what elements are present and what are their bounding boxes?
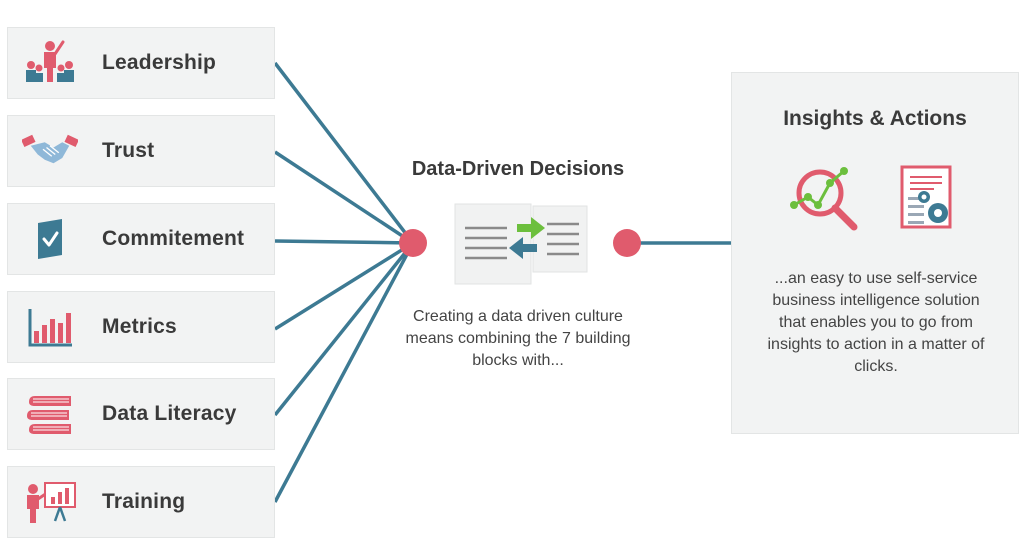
connector-training	[273, 242, 415, 503]
block-data-literacy: Data Literacy	[7, 378, 275, 450]
connector-trust	[274, 150, 414, 245]
block-label-data-literacy: Data Literacy	[102, 402, 237, 425]
block-label-commitement: Commitement	[102, 227, 245, 250]
block-leadership: Leadership	[7, 27, 275, 99]
checkmark-document-icon	[22, 214, 78, 264]
insights-description: ...an easy to use self-service business …	[767, 270, 985, 375]
center-title: Data-Driven Decisions	[411, 158, 625, 180]
block-label-leadership: Leadership	[102, 51, 217, 74]
block-commitement: Commitement	[7, 203, 275, 275]
magnifier-analytics-icon	[790, 167, 858, 231]
center-description: Creating a data driven culture means com…	[405, 308, 631, 369]
connector-data-literacy	[273, 241, 415, 417]
data-settings-icon	[900, 165, 952, 229]
presentation-icon	[22, 477, 78, 527]
connector-metrics	[274, 241, 414, 331]
insights-title: Insights & Actions	[783, 107, 967, 130]
connector-commitement	[274, 239, 414, 245]
insights-panel: Insights & Actions ...an easy to use sel…	[731, 72, 1019, 434]
block-trust: Trust	[7, 115, 275, 187]
document-exchange-icon	[454, 203, 588, 285]
books-icon	[22, 389, 78, 439]
handshake-icon	[22, 126, 78, 176]
connector-leadership	[273, 61, 415, 245]
left-node	[399, 229, 427, 257]
leadership-icon	[22, 38, 78, 88]
right-node	[613, 229, 641, 257]
block-training: Training	[7, 466, 275, 538]
bar-chart-icon	[22, 302, 78, 352]
block-label-training: Training	[102, 490, 186, 513]
block-label-trust: Trust	[102, 139, 155, 162]
block-metrics: Metrics	[7, 291, 275, 363]
block-label-metrics: Metrics	[102, 315, 177, 338]
